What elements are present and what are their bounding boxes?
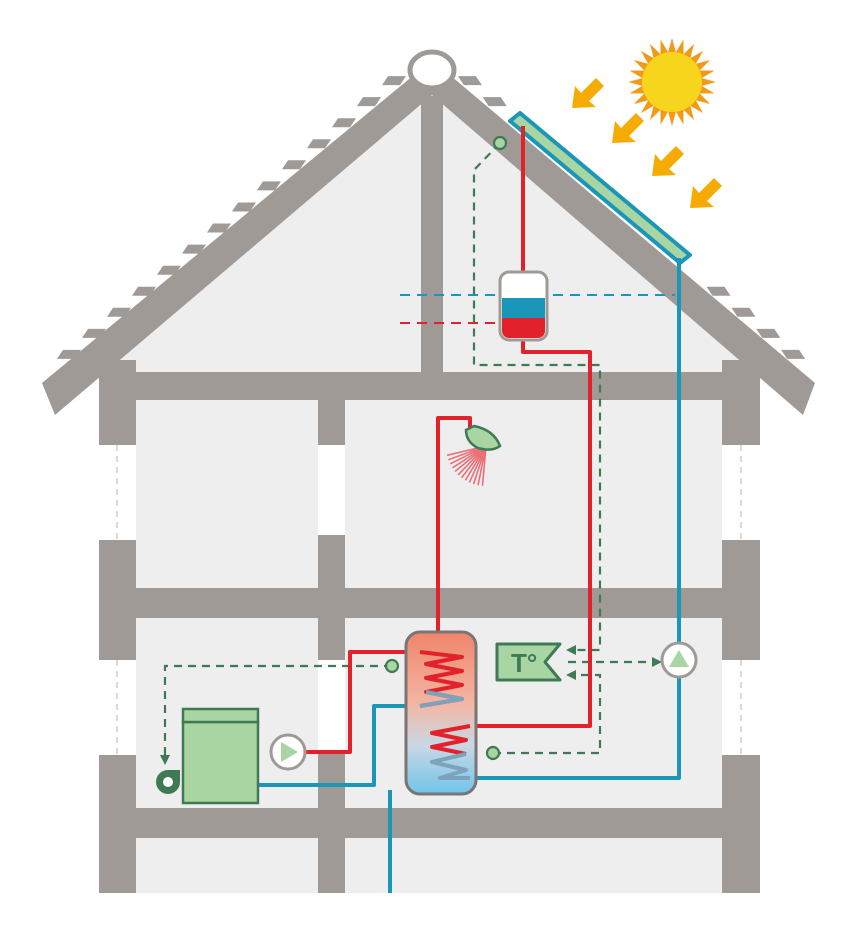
controller-label: T° bbox=[511, 648, 537, 678]
lower-heat-exchanger-coil bbox=[430, 724, 471, 756]
roof-left bbox=[42, 60, 432, 415]
sun-icon bbox=[628, 38, 716, 126]
roof-tile bbox=[756, 328, 781, 338]
tank-upper-sensor bbox=[384, 658, 400, 674]
expansion-vessel bbox=[498, 270, 549, 342]
hot-pipes bbox=[290, 126, 592, 754]
upper-coil-return bbox=[419, 690, 464, 708]
controller-box bbox=[495, 642, 562, 682]
boiler-flow-pipe bbox=[290, 650, 420, 754]
tank-sensor-line bbox=[493, 673, 602, 755]
vessel-to-tank-coil-pipe bbox=[470, 340, 592, 728]
arrow-to-boiler bbox=[160, 755, 170, 765]
attic-post bbox=[421, 96, 443, 374]
boiler bbox=[156, 707, 260, 805]
room-upper-right bbox=[345, 400, 722, 588]
roof-tile bbox=[257, 181, 281, 191]
roof-tile bbox=[307, 139, 331, 149]
roof-tile bbox=[282, 160, 306, 170]
control-arrowheads bbox=[160, 645, 662, 765]
floor-attic bbox=[99, 372, 760, 400]
room-upper-left bbox=[136, 400, 318, 588]
shower-head bbox=[464, 424, 502, 451]
roof-tile bbox=[781, 349, 806, 359]
sunlight-arrow bbox=[652, 146, 684, 176]
roof-tile bbox=[706, 286, 731, 296]
sensors bbox=[384, 135, 508, 761]
control-lines bbox=[163, 142, 653, 757]
roof-tiles-left bbox=[57, 76, 406, 359]
inner-wall-upper bbox=[318, 400, 345, 445]
roof-tile bbox=[382, 76, 406, 86]
roof-tile bbox=[82, 328, 106, 338]
collector-sensor-line bbox=[472, 142, 602, 652]
shower-supply-pipe bbox=[436, 416, 472, 640]
temperature-controller: T° bbox=[495, 642, 562, 682]
roof-tile bbox=[457, 76, 482, 86]
floor-ground bbox=[99, 808, 760, 838]
boiler-top bbox=[181, 707, 260, 724]
solar-circuit-pump bbox=[660, 641, 698, 679]
roof-tile bbox=[182, 244, 206, 254]
sunlight-arrow bbox=[690, 178, 722, 208]
room-basement-right bbox=[345, 838, 722, 893]
roof-tile bbox=[482, 97, 507, 107]
roof-tile bbox=[357, 97, 381, 107]
roof-tile bbox=[157, 265, 181, 275]
boiler-body bbox=[181, 720, 260, 805]
collector-sensor bbox=[492, 135, 508, 151]
boiler-return-pipe bbox=[258, 704, 420, 787]
boiler-circuit-pump bbox=[269, 733, 307, 771]
sun-disc bbox=[642, 52, 702, 112]
roof-tile bbox=[57, 349, 81, 359]
collector-return-pipe bbox=[470, 258, 681, 780]
burner-fan-hub bbox=[163, 777, 173, 787]
lower-coil-return bbox=[430, 752, 470, 780]
floor-first bbox=[99, 588, 760, 618]
roof bbox=[42, 49, 815, 415]
roof-tile bbox=[731, 307, 756, 317]
room-basement-left bbox=[136, 838, 318, 893]
storage-tank bbox=[404, 630, 478, 796]
roof-tile bbox=[132, 286, 156, 296]
boiler-control-line bbox=[163, 664, 392, 757]
shower-head-icon bbox=[446, 424, 502, 486]
roof-tile bbox=[107, 307, 131, 317]
play-triangle-icon bbox=[281, 742, 298, 762]
arrow-to-pump bbox=[652, 657, 662, 667]
roof-right bbox=[432, 60, 815, 415]
roof-ridge-cap bbox=[407, 49, 457, 91]
tank-lower-sensor bbox=[485, 745, 501, 761]
arrow-to-controller-bottom bbox=[566, 670, 576, 680]
sunlight-arrows bbox=[572, 78, 722, 208]
fan-snail-icon bbox=[156, 770, 182, 794]
roof-tile bbox=[207, 223, 231, 233]
vessel-hot-zone bbox=[502, 318, 545, 338]
vessel-cold-zone bbox=[502, 298, 545, 318]
roof-tile bbox=[332, 118, 356, 128]
play-triangle-icon bbox=[669, 650, 689, 667]
roof-tiles-right bbox=[457, 76, 806, 359]
sunlight-arrow bbox=[612, 113, 644, 143]
roof-tile bbox=[232, 202, 256, 212]
arrow-to-controller-top bbox=[566, 645, 576, 655]
sunlight-arrow bbox=[572, 78, 604, 108]
cold-pipes bbox=[258, 258, 681, 893]
